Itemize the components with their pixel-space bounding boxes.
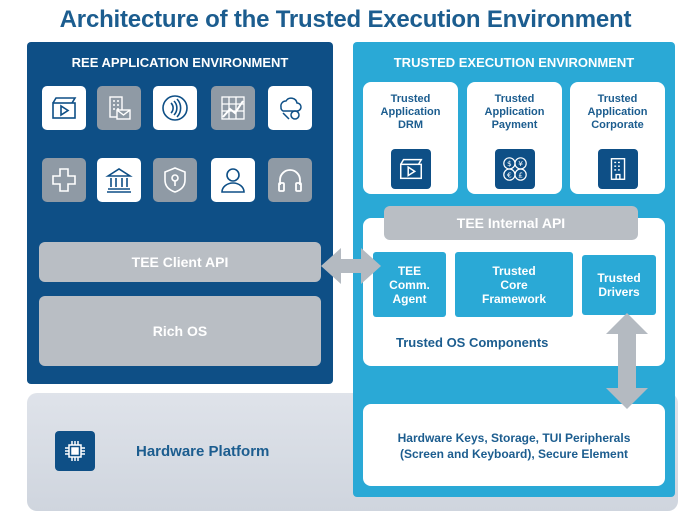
- trusted-drivers: Trusted Drivers: [582, 255, 656, 315]
- trusted-app-line1: Trusted: [494, 93, 535, 105]
- hardware-keys-card: [363, 404, 665, 486]
- hardware-keys-line1: Hardware Keys, Storage, TUI Peripherals: [397, 431, 631, 445]
- ree-header: REE APPLICATION ENVIRONMENT: [71, 55, 289, 70]
- comm-agent-line1: TEE: [397, 263, 422, 278]
- rich-os: Rich OS: [39, 296, 321, 366]
- trusted-app-drm-card: Trusted Application DRM: [363, 82, 458, 194]
- building-icon: [597, 149, 638, 189]
- trusted-app-line2: Application: [380, 106, 441, 118]
- plus-icon: [42, 158, 86, 202]
- double-arrow-vertical: [606, 313, 648, 409]
- tee-comm-agent: TEE Comm. Agent: [373, 252, 446, 317]
- person-icon: [211, 158, 255, 202]
- svg-text:£: £: [518, 170, 523, 179]
- hardware-keys-line2: (Screen and Keyboard), Secure Element: [399, 447, 629, 461]
- tee-header: TRUSTED EXECUTION ENVIRONMENT: [393, 55, 635, 70]
- headphones-icon: [268, 158, 312, 202]
- trusted-app-line2: Application: [484, 106, 545, 118]
- mail-building-icon: [97, 86, 141, 130]
- trusted-app-line3: DRM: [397, 119, 424, 131]
- double-arrow-horizontal: [321, 248, 381, 284]
- hardware-keys-text: Hardware Keys, Storage, TUI Peripherals …: [363, 430, 665, 462]
- shield-lock-icon: [153, 158, 197, 202]
- core-framework-line3: Framework: [481, 291, 547, 306]
- trusted-app-line1: Trusted: [390, 93, 431, 105]
- drivers-line1: Trusted: [597, 271, 641, 285]
- trusted-os-components-label: Trusted OS Components: [396, 335, 549, 350]
- trusted-app-line3: Payment: [491, 119, 538, 131]
- diagram-title: Architecture of the Trusted Execution En…: [59, 6, 632, 33]
- tee-client-api: TEE Client API: [39, 242, 321, 282]
- core-framework-line1: Trusted: [492, 263, 536, 278]
- drivers-line2: Drivers: [598, 285, 640, 299]
- trusted-app-payment-card: Trusted Application Payment $ ¥ € £: [467, 82, 562, 194]
- comm-agent-line2: Comm.: [389, 277, 430, 292]
- svg-text:$: $: [507, 159, 512, 168]
- currency-icon: $ ¥ € £: [494, 149, 535, 189]
- trusted-core-framework: Trusted Core Framework: [455, 252, 573, 317]
- trusted-app-line2: Application: [587, 106, 648, 118]
- trusted-app-line1: Trusted: [597, 93, 638, 105]
- contactless-icon: [153, 86, 197, 130]
- svg-text:¥: ¥: [518, 159, 523, 168]
- svg-text:€: €: [507, 170, 512, 179]
- chip-icon: [55, 431, 95, 471]
- cloud-tools-icon: [268, 86, 312, 130]
- core-framework-line2: Core: [500, 277, 528, 292]
- video-icon: [42, 86, 86, 130]
- bank-icon: [97, 158, 141, 202]
- trusted-app-line3: Corporate: [591, 119, 644, 131]
- chart-icon: [211, 86, 255, 130]
- comm-agent-line3: Agent: [392, 291, 427, 306]
- video-icon: [390, 149, 431, 189]
- hardware-platform-label: Hardware Platform: [136, 443, 270, 460]
- tee-internal-api: TEE Internal API: [384, 206, 638, 240]
- trusted-app-corporate-card: Trusted Application Corporate: [570, 82, 665, 194]
